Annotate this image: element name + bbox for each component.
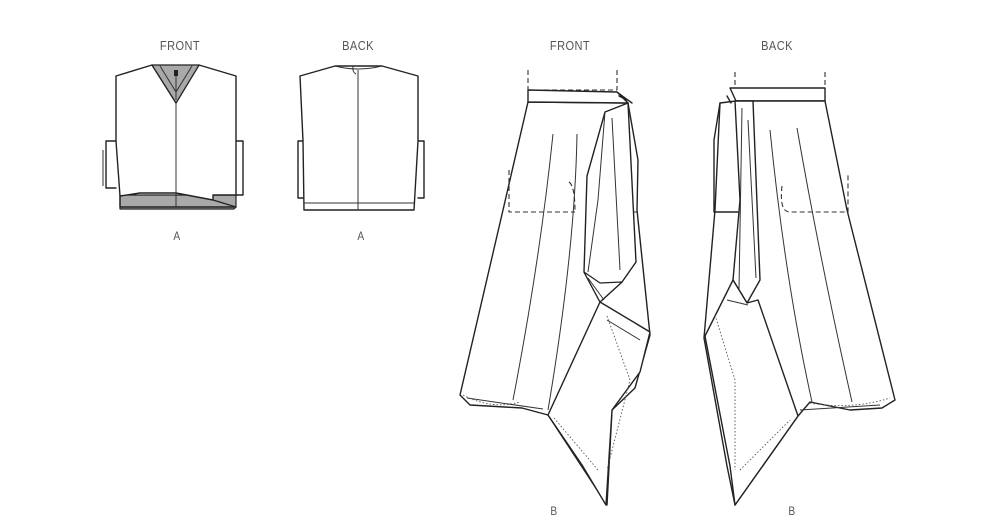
top-front-code-label: A [173,229,181,243]
skirt-front-view-label: FRONT [549,38,591,53]
skirt-front-code-label: B [550,504,558,518]
top-back-view-label: BACK [342,38,374,53]
top-front-view-label: FRONT [159,38,201,53]
skirt-back-view-label: BACK [761,38,793,53]
skirt-back-drawing [703,72,896,506]
skirt-front-drawing [459,70,651,506]
top-back-drawing [297,65,425,211]
top-front-drawing [102,64,244,210]
top-back-code-label: A [357,229,365,243]
skirt-back-code-label: B [788,504,796,518]
